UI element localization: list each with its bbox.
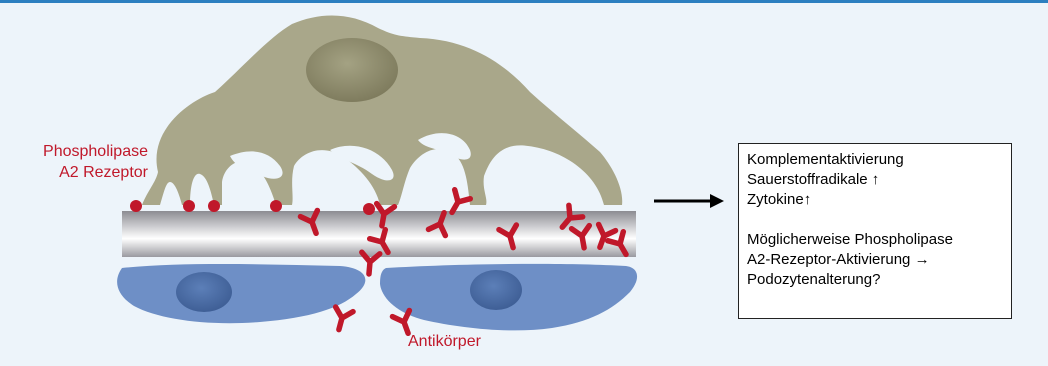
hypothesis-line-2: A2-Rezeptor-Aktivierung →	[747, 250, 1003, 270]
receptor-dot	[270, 200, 282, 212]
endothelial-nucleus-right	[470, 270, 522, 310]
receptor-dot	[183, 200, 195, 212]
effect-line-1: Komplementaktivierung	[747, 150, 1003, 170]
antibody-mark	[330, 307, 353, 332]
basement-membrane	[122, 211, 636, 257]
antibody-label: Antikörper	[408, 331, 481, 352]
effect-line-2: Sauerstoffradikale ↑	[747, 170, 1003, 190]
receptor-label: Phospholipase A2 Rezeptor	[0, 141, 148, 183]
podocyte-nucleus	[306, 38, 398, 102]
hypothesis-line-1: Möglicherweise Phospholipase	[747, 230, 1003, 250]
receptor-label-line-1: Phospholipase	[0, 141, 148, 162]
receptor-label-line-2: A2 Rezeptor	[0, 162, 148, 183]
receptor-dot	[363, 203, 375, 215]
effect-line-3: Zytokine↑	[747, 190, 1003, 210]
receptor-dot	[130, 200, 142, 212]
endothelial-nucleus-left	[176, 272, 232, 312]
hypothesis-line-3: Podozytenalterung?	[747, 270, 1003, 290]
right-arrow-icon	[652, 191, 726, 211]
effects-box: Komplementaktivierung Sauerstoffradikale…	[738, 143, 1012, 319]
spacer	[747, 210, 1003, 230]
receptor-dot	[208, 200, 220, 212]
endothelial-cell-left	[117, 264, 365, 323]
